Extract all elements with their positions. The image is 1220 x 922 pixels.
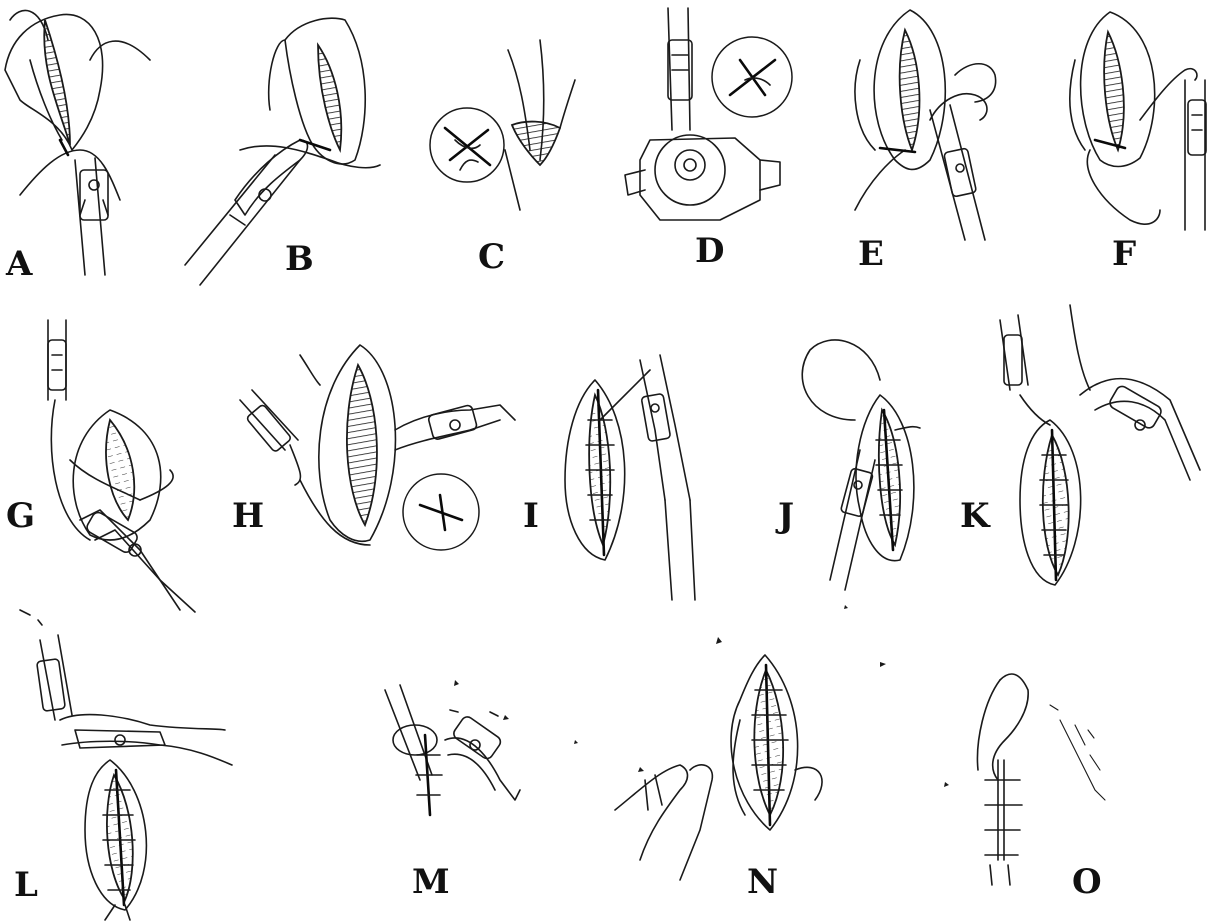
panel-k-label: K [960,496,991,536]
panel-n-label: N [747,862,778,902]
panel-d-illustration [625,8,792,220]
panel-d: D [625,8,792,271]
panel-f-illustration [1070,12,1206,230]
panel-g: G [6,320,195,612]
panel-b-illustration [185,18,380,285]
panel-o-illustration [977,674,1105,885]
panel-a-illustration [5,10,150,275]
panel-o: O [977,674,1105,902]
panel-h: H [232,345,515,550]
panel-g-label: G [6,496,35,536]
panel-d-label: D [695,231,724,271]
panel-i-label: I [523,496,539,536]
panel-a-label: A [5,244,33,284]
panel-l-label: L [14,865,38,905]
panel-h-label: H [232,496,264,536]
panel-n-illustration [615,637,822,880]
scan-specks [454,605,949,787]
panel-b: B [185,18,380,285]
panel-i-illustration [565,355,695,600]
panel-f: F [1070,12,1206,274]
panel-e-illustration [855,10,996,240]
panel-i: I [523,355,695,600]
panel-j-label: J [775,496,794,536]
panel-c-label: C [478,237,505,277]
panel-m: M [385,685,520,902]
panel-c-illustration [430,40,575,210]
panel-k-illustration [1000,305,1200,585]
panel-k: K [960,305,1200,585]
panel-l: L [14,610,232,920]
panel-j: J [775,340,920,590]
panel-j-illustration [802,340,920,590]
panel-f-label: F [1112,234,1136,274]
panel-o-label: O [1072,862,1102,902]
panel-c: C [430,40,575,277]
panel-e: E [855,10,996,274]
panel-g-illustration [48,320,195,612]
panel-h-illustration [240,345,515,550]
panel-m-label: M [412,862,450,902]
panel-n: N [615,637,822,902]
panel-b-label: B [285,239,314,279]
panel-l-illustration [20,610,232,920]
panel-a: A [5,10,150,284]
panel-m-illustration [385,685,520,815]
panel-e-label: E [858,234,884,274]
